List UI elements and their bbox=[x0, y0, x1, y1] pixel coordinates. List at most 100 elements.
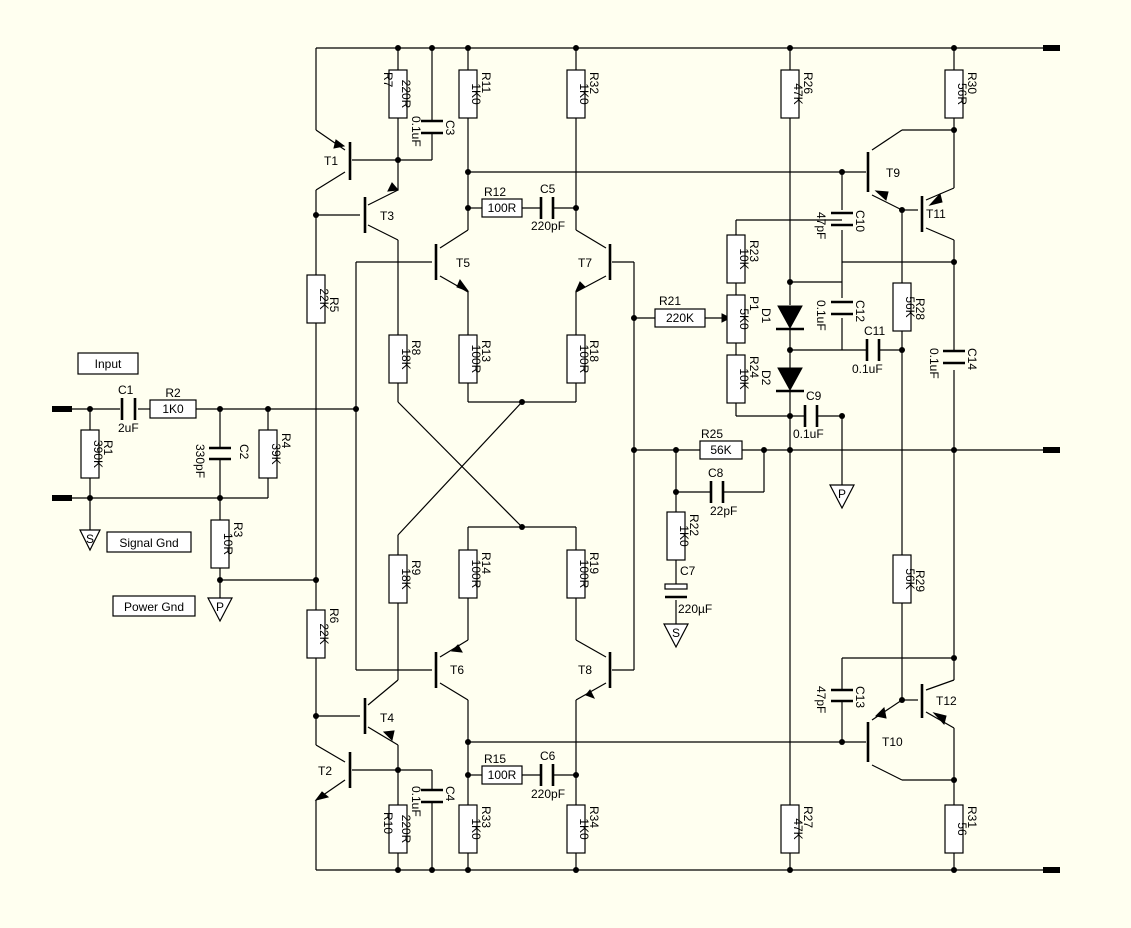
r4-value: 39K bbox=[269, 443, 283, 464]
r9-value: 18K bbox=[399, 568, 413, 589]
r26-value: 47K bbox=[791, 83, 805, 104]
left-bias bbox=[315, 48, 523, 870]
power-ground-symbol-label: P bbox=[216, 600, 224, 614]
r25-name: R25 bbox=[701, 427, 723, 441]
r29-value: 56K bbox=[903, 568, 917, 589]
signal-ground-symbol-label-2: S bbox=[672, 626, 680, 640]
r31-value: 56 bbox=[955, 822, 969, 836]
junctions bbox=[87, 45, 957, 873]
r30-name: R30 bbox=[965, 72, 979, 94]
c13-name: C13 bbox=[853, 686, 867, 708]
r18-name: R18 bbox=[587, 340, 601, 362]
r22-name: R22 bbox=[687, 514, 701, 536]
r19-name: R19 bbox=[587, 552, 601, 574]
r33-value: 1K0 bbox=[469, 818, 483, 840]
signal-gnd-label: Signal Gnd bbox=[119, 536, 178, 550]
r27-name: R27 bbox=[801, 806, 815, 828]
t1-label: T1 bbox=[324, 154, 338, 168]
c14-value: 0.1uF bbox=[927, 348, 941, 379]
r25-value: 56K bbox=[710, 443, 731, 457]
c14-name: C14 bbox=[965, 348, 979, 370]
c11-value: 0.1uF bbox=[852, 362, 883, 376]
c10-value: 47pF bbox=[814, 212, 828, 239]
r9-name: R9 bbox=[409, 560, 423, 576]
c12-value: 0.1uF bbox=[814, 300, 828, 331]
c4-value: 0.1uF bbox=[409, 786, 423, 817]
c9-name: C9 bbox=[806, 389, 822, 403]
c6-name: C6 bbox=[540, 749, 556, 763]
r14-value: 100R bbox=[469, 560, 483, 589]
r2-value: 1K0 bbox=[162, 402, 184, 416]
r8-name: R8 bbox=[409, 340, 423, 356]
r23-name: R23 bbox=[747, 240, 761, 262]
d2-label: D2 bbox=[759, 370, 773, 386]
c4-name: C4 bbox=[443, 786, 457, 802]
c12-name: C12 bbox=[853, 300, 867, 322]
p1-value: 5K0 bbox=[737, 308, 751, 330]
r4-name: R4 bbox=[279, 433, 293, 449]
c7-value: 220µF bbox=[678, 602, 712, 616]
input-label: Input bbox=[95, 357, 122, 371]
r34-name: R34 bbox=[587, 806, 601, 828]
semiconductor-labels: T1 T2 T3 T4 T5 T6 T7 T8 T9 T10 T11 T12 D… bbox=[318, 154, 957, 778]
r23-value: 10K bbox=[737, 248, 751, 269]
t8-label: T8 bbox=[578, 663, 592, 677]
t5-label: T5 bbox=[456, 256, 470, 270]
r11-value: 1K0 bbox=[469, 83, 483, 105]
c1-value: 2uF bbox=[118, 421, 139, 435]
r12-name: R12 bbox=[484, 185, 506, 199]
r2-name: R2 bbox=[165, 386, 181, 400]
r15-value: 100R bbox=[488, 768, 517, 782]
d1-label: D1 bbox=[759, 308, 773, 324]
r15-name: R15 bbox=[484, 752, 506, 766]
r3-value: 10R bbox=[221, 533, 235, 555]
t6-label: T6 bbox=[450, 663, 464, 677]
r27-value: 47K bbox=[791, 818, 805, 839]
r5-value: 22K bbox=[317, 288, 331, 309]
emitter-arrows bbox=[314, 139, 947, 801]
r8-value: 18K bbox=[399, 348, 413, 369]
c11-name: C11 bbox=[864, 324, 885, 338]
resistor-labels: 1K0 R2 100R R12 100R R15 220K R21 56K R2… bbox=[162, 185, 731, 782]
t4-label: T4 bbox=[380, 711, 394, 725]
t9-label: T9 bbox=[886, 166, 900, 180]
r10-value: 220R bbox=[399, 815, 413, 844]
capacitor-labels: C1 2uF C2 330pF C3 0.1uF C4 0.1uF C5 220… bbox=[118, 116, 979, 817]
c5-name: C5 bbox=[540, 182, 556, 196]
r19-value: 100R bbox=[577, 560, 591, 589]
c8-value: 22pF bbox=[710, 504, 737, 518]
r21-name: R21 bbox=[659, 294, 681, 308]
t12-label: T12 bbox=[936, 694, 957, 708]
r24-name: R24 bbox=[747, 356, 761, 378]
r12-value: 100R bbox=[488, 201, 517, 215]
c9-value: 0.1uF bbox=[793, 427, 824, 441]
c2-value: 330pF bbox=[193, 444, 207, 478]
r10-name: R10 bbox=[381, 812, 395, 834]
r28-name: R28 bbox=[913, 298, 927, 320]
r1-value: 390K bbox=[91, 440, 105, 468]
r26-name: R26 bbox=[801, 72, 815, 94]
r7-name: R7 bbox=[381, 72, 395, 88]
power-gnd-label: Power Gnd bbox=[124, 600, 184, 614]
c3-value: 0.1uF bbox=[409, 116, 423, 147]
r1-name: R1 bbox=[101, 440, 115, 456]
p1-name: P1 bbox=[747, 296, 761, 311]
r22-value: 1K0 bbox=[677, 525, 691, 547]
r7-value: 220R bbox=[399, 80, 413, 109]
c2-name: C2 bbox=[237, 444, 251, 460]
c3-name: C3 bbox=[443, 120, 457, 136]
r6-value: 22K bbox=[317, 623, 331, 644]
r3-name: R3 bbox=[231, 522, 245, 538]
t2-label: T2 bbox=[318, 764, 332, 778]
t11-label: T11 bbox=[926, 207, 946, 221]
r32-value: 1K0 bbox=[577, 83, 591, 105]
r5-name: R5 bbox=[327, 297, 341, 313]
c8-name: C8 bbox=[708, 466, 724, 480]
rails bbox=[316, 45, 1060, 873]
r14-name: R14 bbox=[479, 552, 493, 574]
c1-name: C1 bbox=[118, 383, 134, 397]
r13-value: 100R bbox=[469, 345, 483, 374]
r33-name: R33 bbox=[479, 806, 493, 828]
